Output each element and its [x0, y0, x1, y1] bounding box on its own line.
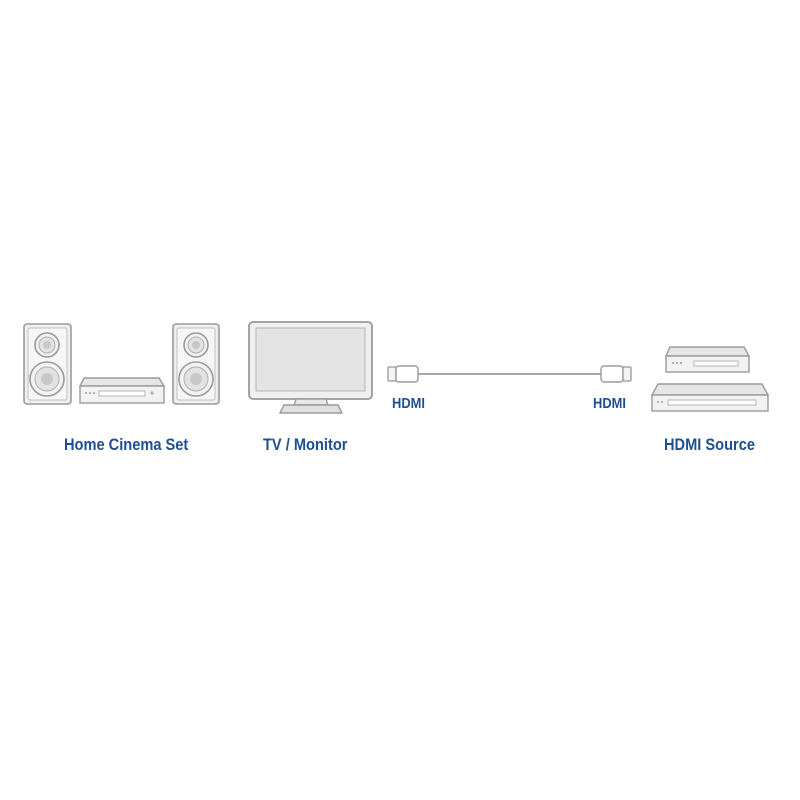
left-hdmi-label: HDMI [392, 395, 425, 412]
home-cinema-label: Home Cinema Set [64, 435, 189, 454]
hdmi-source-label: HDMI Source [664, 435, 755, 454]
tv-monitor-label: TV / Monitor [263, 435, 348, 454]
media-player-icon [664, 346, 751, 373]
home-cinema-group [23, 323, 220, 405]
right-hdmi-plug-icon [600, 365, 632, 383]
av-receiver-icon [78, 377, 166, 404]
hdmi-cable-icon [387, 365, 632, 383]
hdmi-source-group [650, 346, 770, 412]
left-speaker-icon [23, 323, 72, 405]
right-hdmi-label: HDMI [593, 395, 626, 412]
monitor-icon [248, 321, 373, 414]
set-top-box-icon [650, 383, 770, 412]
right-speaker-icon [172, 323, 220, 405]
left-hdmi-plug-icon [387, 365, 419, 383]
